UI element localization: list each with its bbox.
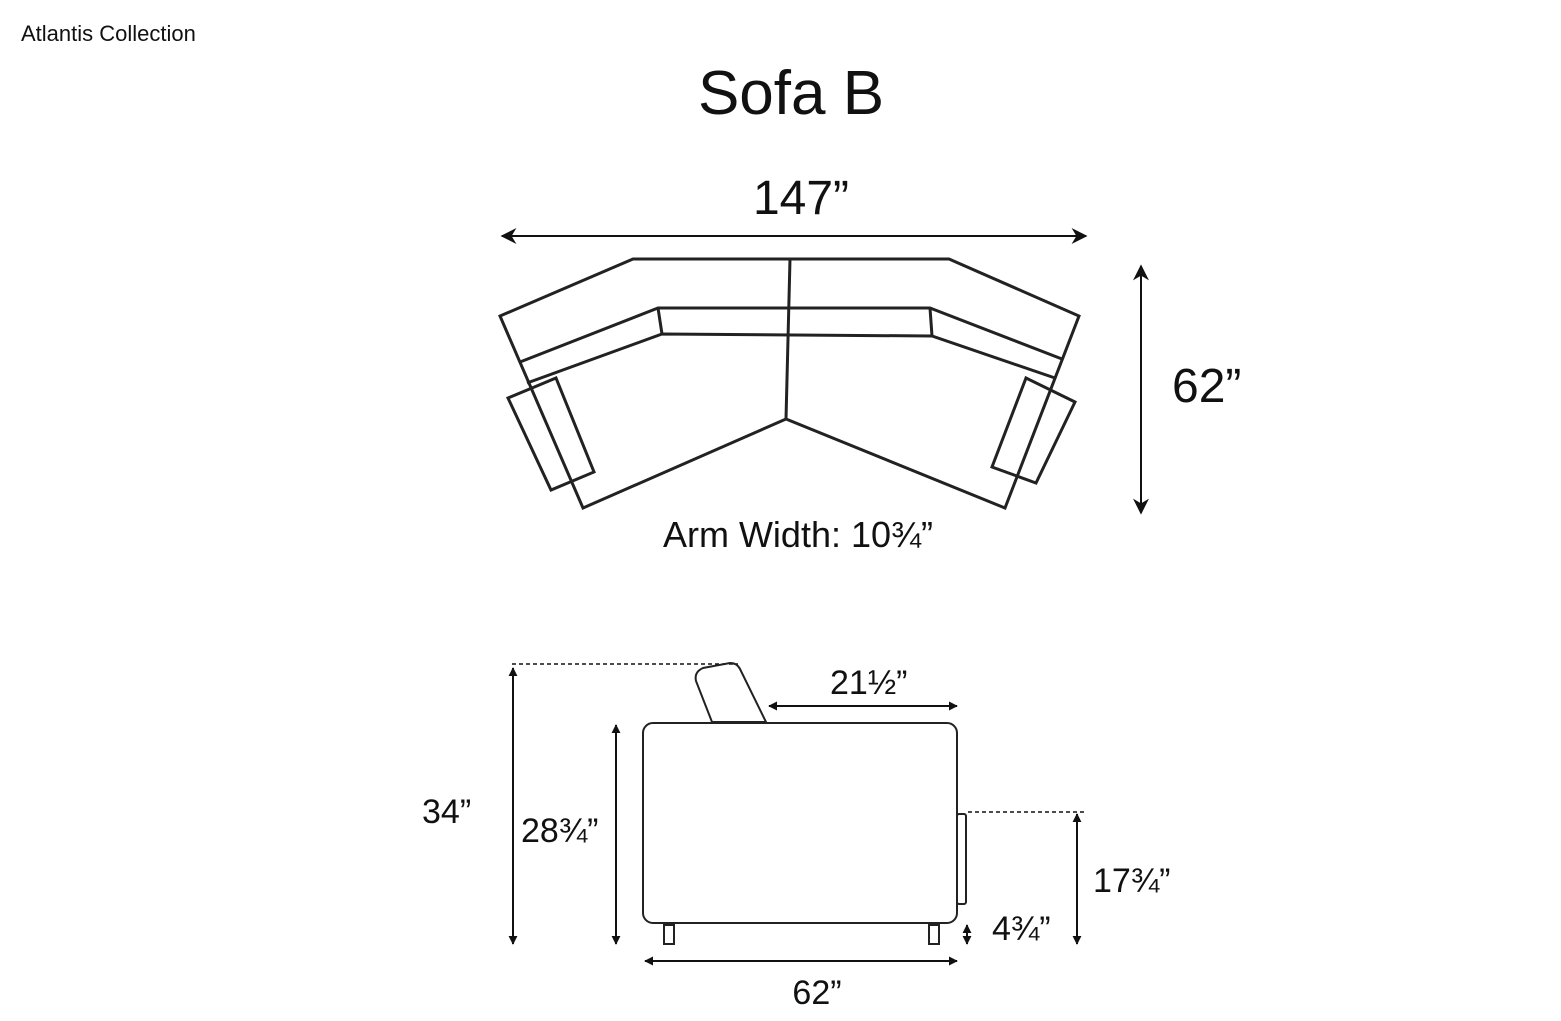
arm-width-label: Arm Width: 10¾” bbox=[663, 514, 933, 555]
drawing-title: Sofa B bbox=[698, 59, 884, 128]
seat-height-label: 17¾” bbox=[1093, 862, 1171, 900]
collection-name: Atlantis Collection bbox=[21, 21, 196, 46]
sofa-side-body bbox=[642, 722, 958, 924]
sofa-cushion-edge bbox=[526, 332, 1056, 385]
seat-depth-label: 21½” bbox=[830, 664, 908, 702]
top-depth-label: 62” bbox=[1172, 360, 1241, 413]
top-width-label: 147” bbox=[753, 172, 849, 225]
right-arm bbox=[990, 375, 1077, 485]
sofa-leg-front bbox=[928, 924, 940, 945]
sofa-center-seam bbox=[784, 258, 792, 420]
sofa-outer-outline bbox=[498, 257, 1081, 510]
side-view: 34” 28¾” 21½” 17¾” 4¾” 62” bbox=[422, 661, 1171, 1012]
back-height-label: 28¾” bbox=[521, 812, 599, 850]
headrest bbox=[694, 661, 768, 723]
cushion-joint-left bbox=[656, 307, 664, 335]
top-view: 147” 62” Arm Width: 10¾” bbox=[498, 172, 1241, 555]
sofa-front-rail bbox=[956, 813, 967, 905]
sofa-backrest-edge bbox=[519, 306, 1063, 364]
leg-height-label: 4¾” bbox=[992, 910, 1051, 948]
left-arm bbox=[505, 376, 596, 492]
side-depth-label: 62” bbox=[792, 974, 841, 1012]
sofa-leg-back bbox=[663, 924, 675, 945]
cushion-joint-right bbox=[928, 307, 934, 337]
overall-height-label: 34” bbox=[422, 793, 471, 831]
